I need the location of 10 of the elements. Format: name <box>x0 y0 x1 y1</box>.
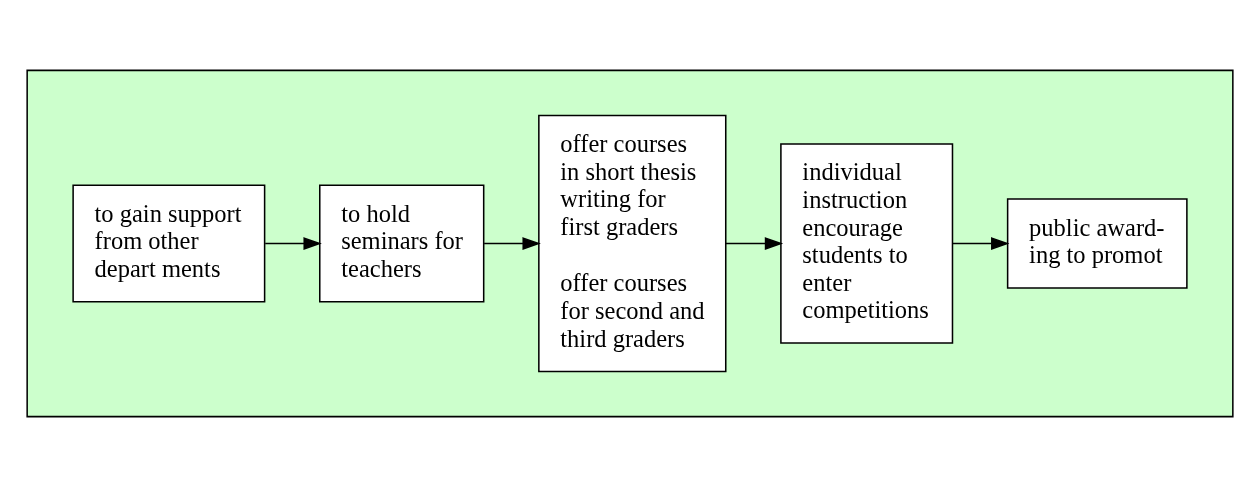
arrow <box>483 236 541 250</box>
node-box: to hold seminars for teachers <box>319 184 485 302</box>
arrow <box>725 236 784 250</box>
node-box: offer courses in short thesis writing for first graders offer courses for second and third graders <box>538 114 727 372</box>
node-box: public award- ing to promot <box>1006 197 1188 289</box>
arrow <box>264 236 322 250</box>
arrow <box>952 236 1010 250</box>
node-box: individual instruction encourage students to enter competitions <box>780 142 954 344</box>
cluster <box>26 69 1234 417</box>
node-box: to gain support from other depart ments <box>72 184 266 302</box>
